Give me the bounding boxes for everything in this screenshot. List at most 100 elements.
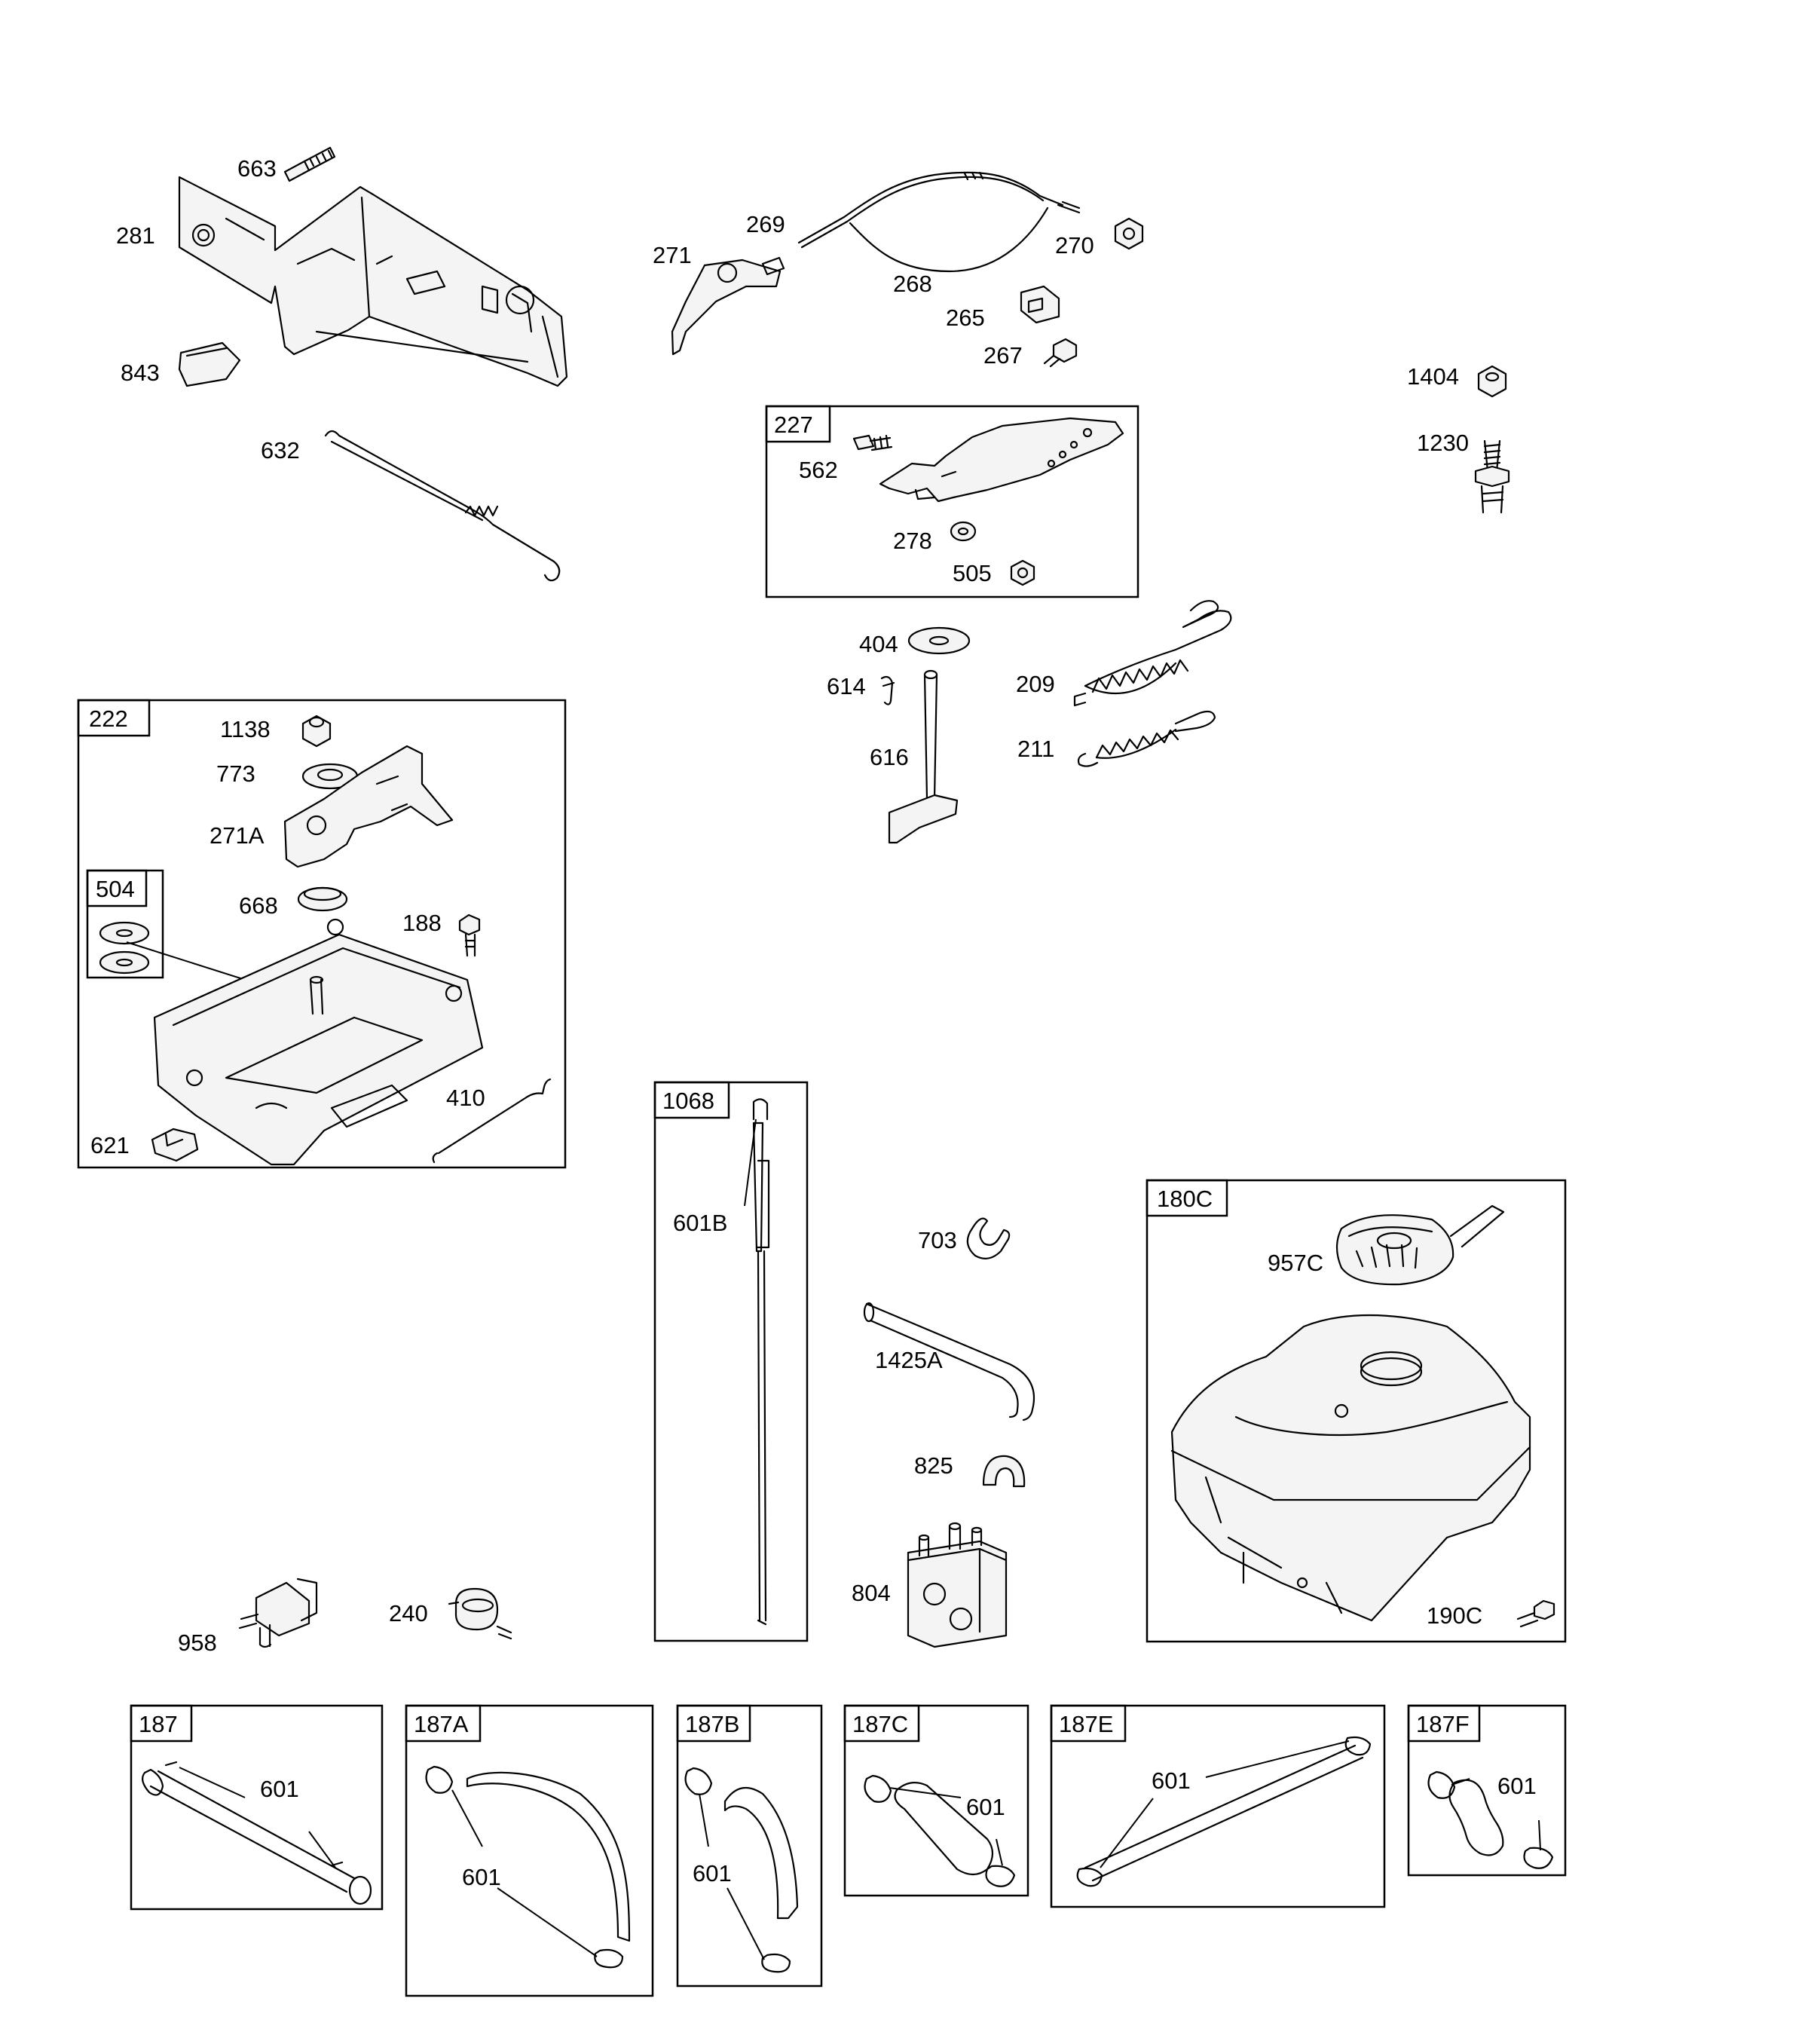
clip-265-drawing	[1020, 285, 1060, 324]
callout-1404: 1404	[1407, 363, 1459, 390]
bolt-663-drawing	[283, 146, 336, 182]
callout-601-187B: 601	[693, 1860, 732, 1887]
group-label-504: 504	[96, 876, 135, 902]
callout-843: 843	[121, 360, 160, 386]
group-label-187A: 187A	[414, 1711, 469, 1737]
link-410-drawing	[432, 1078, 552, 1164]
bracket-281-drawing	[178, 176, 568, 387]
group-label-1068: 1068	[662, 1088, 714, 1114]
group-box-222: 222	[77, 699, 567, 1169]
callout-270: 270	[1055, 232, 1094, 259]
bracket-271A-drawing	[283, 745, 454, 868]
group-label-187B: 187B	[685, 1711, 739, 1737]
hose-187C-drawing	[864, 1774, 1016, 1887]
callout-601-187C: 601	[966, 1794, 1005, 1820]
callout-621: 621	[90, 1132, 130, 1158]
callout-601-187E: 601	[1152, 1767, 1191, 1794]
callout-616: 616	[870, 744, 909, 770]
callout-240: 240	[389, 1600, 428, 1626]
callout-601-187F: 601	[1497, 1773, 1537, 1799]
group-label-187E: 187E	[1059, 1711, 1113, 1737]
group-box-180C: 180C	[1146, 1179, 1567, 1643]
hose-187B-drawing	[684, 1767, 799, 1973]
group-label-187F: 187F	[1416, 1711, 1470, 1737]
callout-211: 211	[1017, 736, 1054, 762]
elbow-825-drawing	[982, 1455, 1026, 1488]
group-box-187B: 187B	[676, 1704, 823, 1988]
group-box-187: 187	[130, 1704, 384, 1911]
callout-601-187A: 601	[462, 1864, 501, 1890]
pin-614-drawing	[880, 675, 895, 705]
hose-187-drawing	[141, 1761, 372, 1905]
fuel-filter-240-drawing	[448, 1587, 512, 1640]
clip-843-drawing	[178, 341, 241, 387]
hose-1425A-drawing	[863, 1302, 1035, 1421]
spring-211-drawing	[1077, 710, 1216, 767]
callout-265: 265	[946, 304, 985, 331]
group-label-187: 187	[139, 1711, 178, 1737]
callout-1230: 1230	[1417, 430, 1469, 456]
lever-271-drawing	[671, 256, 785, 356]
group-box-187F: 187F	[1407, 1704, 1567, 1877]
callout-663: 663	[237, 155, 277, 182]
callout-404: 404	[859, 631, 898, 657]
callout-632: 632	[261, 437, 300, 464]
callout-614: 614	[827, 673, 866, 699]
callout-601B: 601B	[673, 1210, 727, 1236]
screw-190C-drawing	[1516, 1599, 1555, 1628]
callout-410: 410	[446, 1085, 485, 1111]
governor-lever-assembly-227-drawing	[852, 417, 1124, 586]
hose-187A-drawing	[425, 1765, 631, 1969]
dipstick-1068-drawing	[744, 1098, 770, 1626]
group-box-227: 227	[765, 405, 1139, 598]
callout-804: 804	[852, 1580, 891, 1606]
callout-505: 505	[953, 560, 992, 586]
fuel-tank-180C-drawing	[1170, 1314, 1531, 1622]
washers-504-drawing	[99, 921, 317, 1003]
washer-404-drawing	[907, 626, 971, 655]
shaft-616-drawing	[888, 669, 959, 844]
group-label-222: 222	[89, 705, 128, 732]
group-box-187C: 187C	[843, 1704, 1029, 1897]
callout-271: 271	[653, 242, 692, 268]
group-label-180C: 180C	[1157, 1186, 1213, 1212]
callout-773: 773	[216, 760, 255, 787]
callout-269: 269	[746, 211, 785, 237]
callout-601-187: 601	[260, 1776, 299, 1802]
nut-270-drawing	[1114, 217, 1144, 250]
callout-267: 267	[983, 342, 1023, 369]
callout-825: 825	[914, 1452, 953, 1479]
nut-1138-drawing	[301, 715, 332, 748]
callout-1425A: 1425A	[875, 1347, 943, 1373]
callout-957C: 957C	[1268, 1250, 1323, 1276]
callout-190C: 190C	[1427, 1602, 1482, 1629]
group-box-187E: 187E	[1050, 1704, 1386, 1908]
callout-562: 562	[799, 457, 838, 483]
callout-209: 209	[1016, 671, 1055, 697]
callout-668: 668	[239, 892, 278, 919]
link-rod-632-drawing	[324, 430, 561, 582]
callout-281: 281	[116, 222, 155, 249]
callout-188: 188	[402, 910, 442, 936]
group-box-1068: 1068	[653, 1081, 809, 1642]
group-label-227: 227	[774, 412, 813, 438]
shutoff-valve-958-drawing	[238, 1578, 318, 1648]
group-box-504: 504	[86, 869, 164, 979]
group-box-187A: 187A	[405, 1704, 654, 1997]
stud-1230-drawing	[1474, 439, 1510, 514]
callout-703: 703	[918, 1227, 957, 1253]
callout-958: 958	[178, 1630, 217, 1656]
hose-187F-drawing	[1427, 1770, 1554, 1869]
callout-278: 278	[893, 528, 932, 554]
fuel-cap-957C-drawing	[1335, 1204, 1505, 1286]
callout-1138: 1138	[220, 716, 271, 742]
spring-209-drawing	[1073, 600, 1232, 707]
callout-268: 268	[893, 271, 932, 297]
nut-1404-drawing	[1477, 365, 1507, 398]
clip-621-drawing	[151, 1128, 199, 1162]
callout-271A: 271A	[210, 822, 265, 849]
callout-labels: 663 281 843 632 269 271 270 268 265 267 …	[90, 155, 1537, 1890]
hose-187E-drawing	[1076, 1736, 1372, 1887]
screw-267-drawing	[1043, 338, 1078, 368]
